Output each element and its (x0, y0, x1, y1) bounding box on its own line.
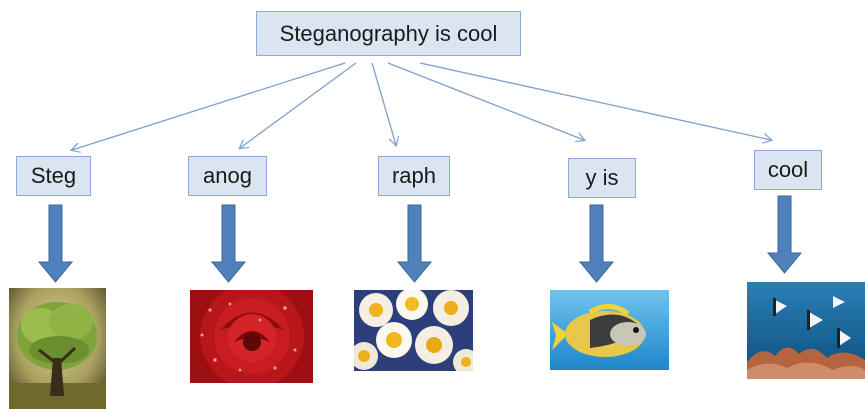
down-arrow-cool (766, 195, 803, 274)
node-label: anog (203, 163, 252, 188)
node-cool: cool (754, 150, 822, 190)
root-node-label: Steganography is cool (279, 20, 498, 46)
down-arrow-anog (210, 204, 247, 283)
connector-line-y-is (387, 62, 584, 140)
connector-line-steg (72, 62, 346, 150)
connector-line-raph (371, 62, 396, 145)
down-arrow-raph (396, 204, 433, 283)
fish-image (550, 290, 669, 370)
down-arrow-steg (37, 204, 74, 283)
tree-image (9, 288, 106, 409)
node-label: Steg (30, 163, 77, 188)
node-label: raph (391, 163, 437, 188)
node-steg: Steg (16, 156, 91, 196)
node-raph: raph (378, 156, 450, 196)
root-node: Steganography is cool (256, 11, 521, 56)
node-label: cool (767, 157, 809, 182)
node-y-is: y is (568, 158, 636, 198)
rose-image (190, 290, 313, 383)
down-arrow-y-is (578, 204, 615, 283)
node-anog: anog (188, 156, 267, 196)
connector-line-cool (419, 62, 771, 140)
node-label: y is (585, 165, 619, 190)
reef-fish-image (747, 282, 865, 379)
connector-line-anog (240, 62, 357, 148)
daisies-image (354, 290, 473, 371)
